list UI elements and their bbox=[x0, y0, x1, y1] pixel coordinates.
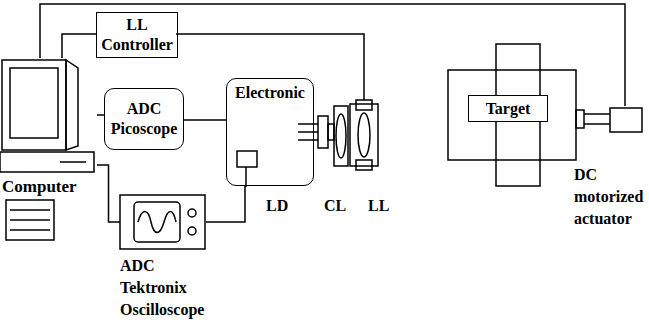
liquid-lens bbox=[356, 100, 372, 110]
ld-wire bbox=[298, 123, 318, 125]
node-label: LL Controller bbox=[101, 15, 173, 55]
node-label: ADC Picoscope bbox=[109, 99, 179, 139]
actuator-rod bbox=[584, 123, 610, 125]
wire-line bbox=[40, 4, 625, 106]
oscilloscope-box: ADC Tektronix Oscilloscope bbox=[120, 195, 206, 325]
computer-icon: Computer bbox=[0, 58, 97, 242]
wire-connector bbox=[40, 4, 625, 106]
laser-diode bbox=[318, 116, 328, 148]
wire-line bbox=[97, 165, 120, 222]
actuator-rod bbox=[584, 113, 610, 115]
stage-plate bbox=[448, 70, 576, 160]
wire-connector bbox=[97, 115, 104, 116]
node-label: Electronic bbox=[235, 83, 305, 103]
node-label: DC motorized actuator bbox=[574, 164, 646, 230]
node-label: ADC Tektronix Oscilloscope bbox=[120, 255, 216, 321]
collimating-lens bbox=[336, 114, 346, 158]
wire-line bbox=[62, 34, 96, 58]
actuator-box: DC motorized actuator bbox=[572, 106, 646, 228]
actuator-coupling bbox=[576, 110, 584, 128]
wire-connector bbox=[97, 165, 120, 222]
part-label: LL bbox=[368, 196, 389, 216]
part-label: LD bbox=[266, 196, 288, 216]
wire-line bbox=[97, 114, 104, 116]
wire-line bbox=[184, 119, 226, 121]
ld-wire bbox=[298, 131, 318, 133]
wire-connector bbox=[206, 186, 245, 222]
node-label: Target bbox=[486, 99, 531, 119]
wire-connector bbox=[184, 120, 226, 121]
electronic-box: Electronic bbox=[226, 78, 314, 186]
liquid-lens bbox=[356, 160, 372, 170]
wire-line bbox=[206, 186, 245, 222]
node-label: Computer bbox=[2, 176, 95, 198]
target-box: Target bbox=[468, 95, 548, 122]
liquid-lens bbox=[358, 113, 370, 157]
wire-connector bbox=[62, 34, 96, 58]
controller-box: LL Controller bbox=[96, 12, 178, 58]
collimating-lens bbox=[334, 106, 348, 166]
part-label: CL bbox=[324, 196, 346, 216]
picoscope-box: ADC Picoscope bbox=[104, 88, 184, 150]
liquid-lens bbox=[350, 104, 378, 166]
ld-wire bbox=[298, 139, 318, 141]
laser-diode bbox=[328, 124, 334, 140]
